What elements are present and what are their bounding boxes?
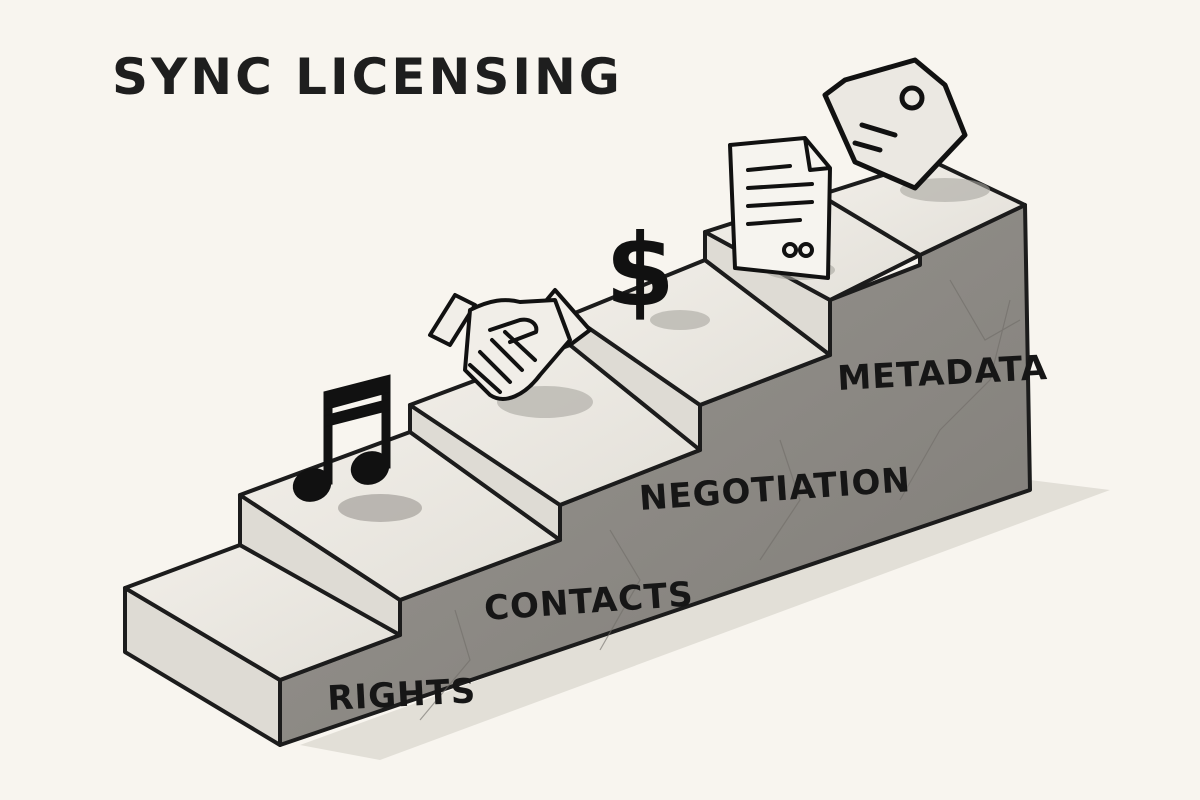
dollar-shadow bbox=[650, 310, 710, 330]
step-label-rights: RIGHTS bbox=[326, 671, 477, 719]
document-icon bbox=[728, 136, 832, 280]
ground-shadow bbox=[300, 480, 1110, 760]
handshake-icon bbox=[428, 288, 592, 401]
note-shadow bbox=[338, 494, 422, 522]
music-note-icon bbox=[292, 374, 391, 502]
tag-shadow bbox=[900, 178, 990, 202]
svg-text:$: $ bbox=[605, 212, 675, 329]
wall-texture bbox=[419, 279, 1021, 721]
tag-icon bbox=[822, 57, 968, 191]
diagram-title: SYNC LICENSING bbox=[112, 48, 623, 106]
dollar-icon: $ bbox=[605, 212, 675, 329]
